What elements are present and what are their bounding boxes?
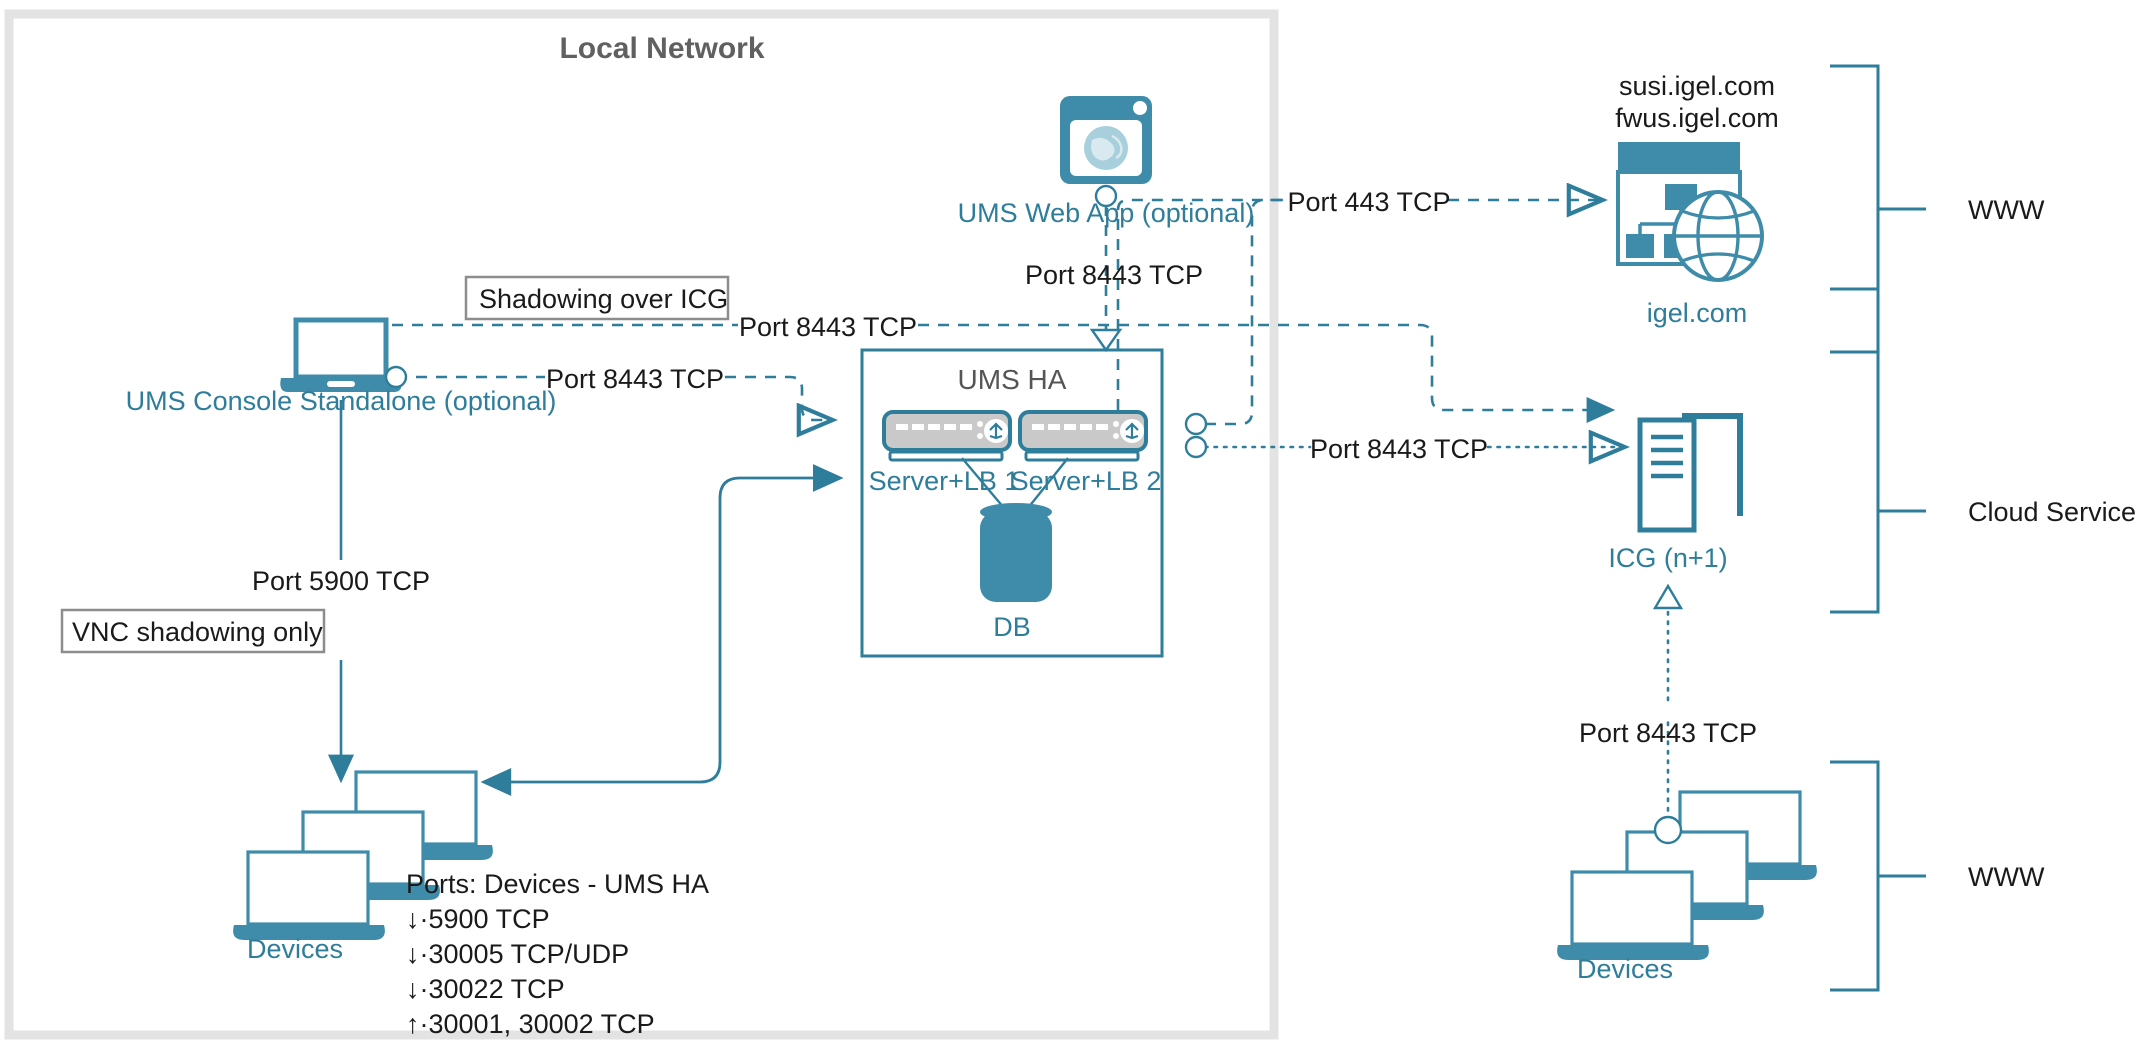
laptop-stack-icon-local <box>233 770 493 940</box>
server-lb-2-label: Server+LB 2 <box>1011 466 1162 496</box>
laptop-stack-icon-remote <box>1557 790 1817 960</box>
ports-row-3: ↑·30001, 30002 TCP <box>406 1009 655 1039</box>
bracket-www-top-label: WWW <box>1968 195 2045 225</box>
devices-local-label: Devices <box>247 934 343 964</box>
ports-row-0: ↓·5900 TCP <box>406 904 550 934</box>
load-balancer-icon-2 <box>1018 410 1148 509</box>
ports-row-2-text: 30022 TCP <box>429 974 565 1004</box>
ports-row-2-dir: ↓ <box>406 974 420 1004</box>
arrowhead-webapp-to-umsha <box>1089 328 1123 353</box>
ums-web-app-label: UMS Web App (optional) <box>958 198 1255 228</box>
shadowing-over-icg-box <box>464 275 730 321</box>
label-console-shadowing-8443: Port 8443 TCP <box>739 312 917 342</box>
label-webapp-8443: Port 8443 TCP <box>1025 260 1203 290</box>
icg-label: ICG (n+1) <box>1608 543 1727 573</box>
ums-ha-title: UMS HA <box>958 364 1067 395</box>
zone-title: Local Network <box>559 32 764 65</box>
ports-row-2: ↓·30022 TCP <box>406 974 565 1004</box>
port-dot-lower <box>1184 435 1208 459</box>
server-lb-1-label: Server+LB 1 <box>869 466 1020 496</box>
line-443-vertical <box>1116 198 1290 430</box>
arrowhead-devices-to-icg <box>1652 583 1684 610</box>
vnc-shadowing-only-box <box>60 608 326 654</box>
website-globe-icon <box>1616 142 1764 282</box>
ums-ha-box <box>860 348 1164 658</box>
label-port-5900-tcp: Port 5900 TCP <box>252 566 430 596</box>
label-umsha-icg-8443: Port 8443 TCP <box>1310 434 1488 464</box>
bracket-cloud-service <box>1830 287 1926 614</box>
db-label: DB <box>993 612 1031 642</box>
ports-row-0-text: 5900 TCP <box>429 904 550 934</box>
bracket-www-bottom <box>1830 760 1926 992</box>
bracket-www-top <box>1830 64 1926 354</box>
ports-row-0-sep: · <box>420 904 429 934</box>
ports-row-0-dir: ↓ <box>406 904 420 934</box>
label-devices-icg-8443: Port 8443 TCP <box>1579 718 1757 748</box>
vnc-shadowing-only-label: VNC shadowing only <box>72 617 323 647</box>
port-dot-upper <box>1184 412 1208 436</box>
line-umsha-devices-bidirectional <box>480 464 844 796</box>
ums-console-label: UMS Console Standalone (optional) <box>126 386 557 416</box>
line-console-shadowing-2 <box>918 323 1616 423</box>
ports-row-2-sep: · <box>420 974 429 1004</box>
database-cylinder-icon <box>980 503 1052 602</box>
bracket-cloud-service-label: Cloud Service <box>1968 497 2136 527</box>
ports-row-3-sep: · <box>420 1009 429 1039</box>
server-rack-icon <box>1637 413 1743 533</box>
line-umsha-dot-up <box>1205 198 1290 426</box>
ports-row-1-sep: · <box>420 939 429 969</box>
ports-panel-title: Ports: Devices - UMS HA <box>406 869 709 899</box>
susi-host-label: susi.igel.com <box>1619 71 1775 101</box>
ports-row-3-dir: ↑ <box>406 1009 420 1039</box>
load-balancer-icon-1 <box>882 410 1012 509</box>
browser-globe-icon <box>1060 96 1152 208</box>
label-port-443-tcp: Port 443 TCP <box>1287 187 1450 217</box>
fwus-host-label: fwus.igel.com <box>1615 103 1779 133</box>
ports-row-1-text: 30005 TCP/UDP <box>429 939 630 969</box>
laptop-icon <box>280 317 408 392</box>
devices-remote-label: Devices <box>1577 954 1673 984</box>
ports-row-1: ↓·30005 TCP/UDP <box>406 939 629 969</box>
line-console-to-umsha-2 <box>725 375 830 420</box>
bracket-www-bottom-label: WWW <box>1968 862 2045 892</box>
label-console-umsha-8443: Port 8443 TCP <box>546 364 724 394</box>
igel-com-label: igel.com <box>1647 298 1748 328</box>
ports-row-3-text: 30001, 30002 TCP <box>429 1009 655 1039</box>
ports-row-1-dir: ↓ <box>406 939 420 969</box>
shadowing-over-icg-label: Shadowing over ICG <box>479 284 728 314</box>
